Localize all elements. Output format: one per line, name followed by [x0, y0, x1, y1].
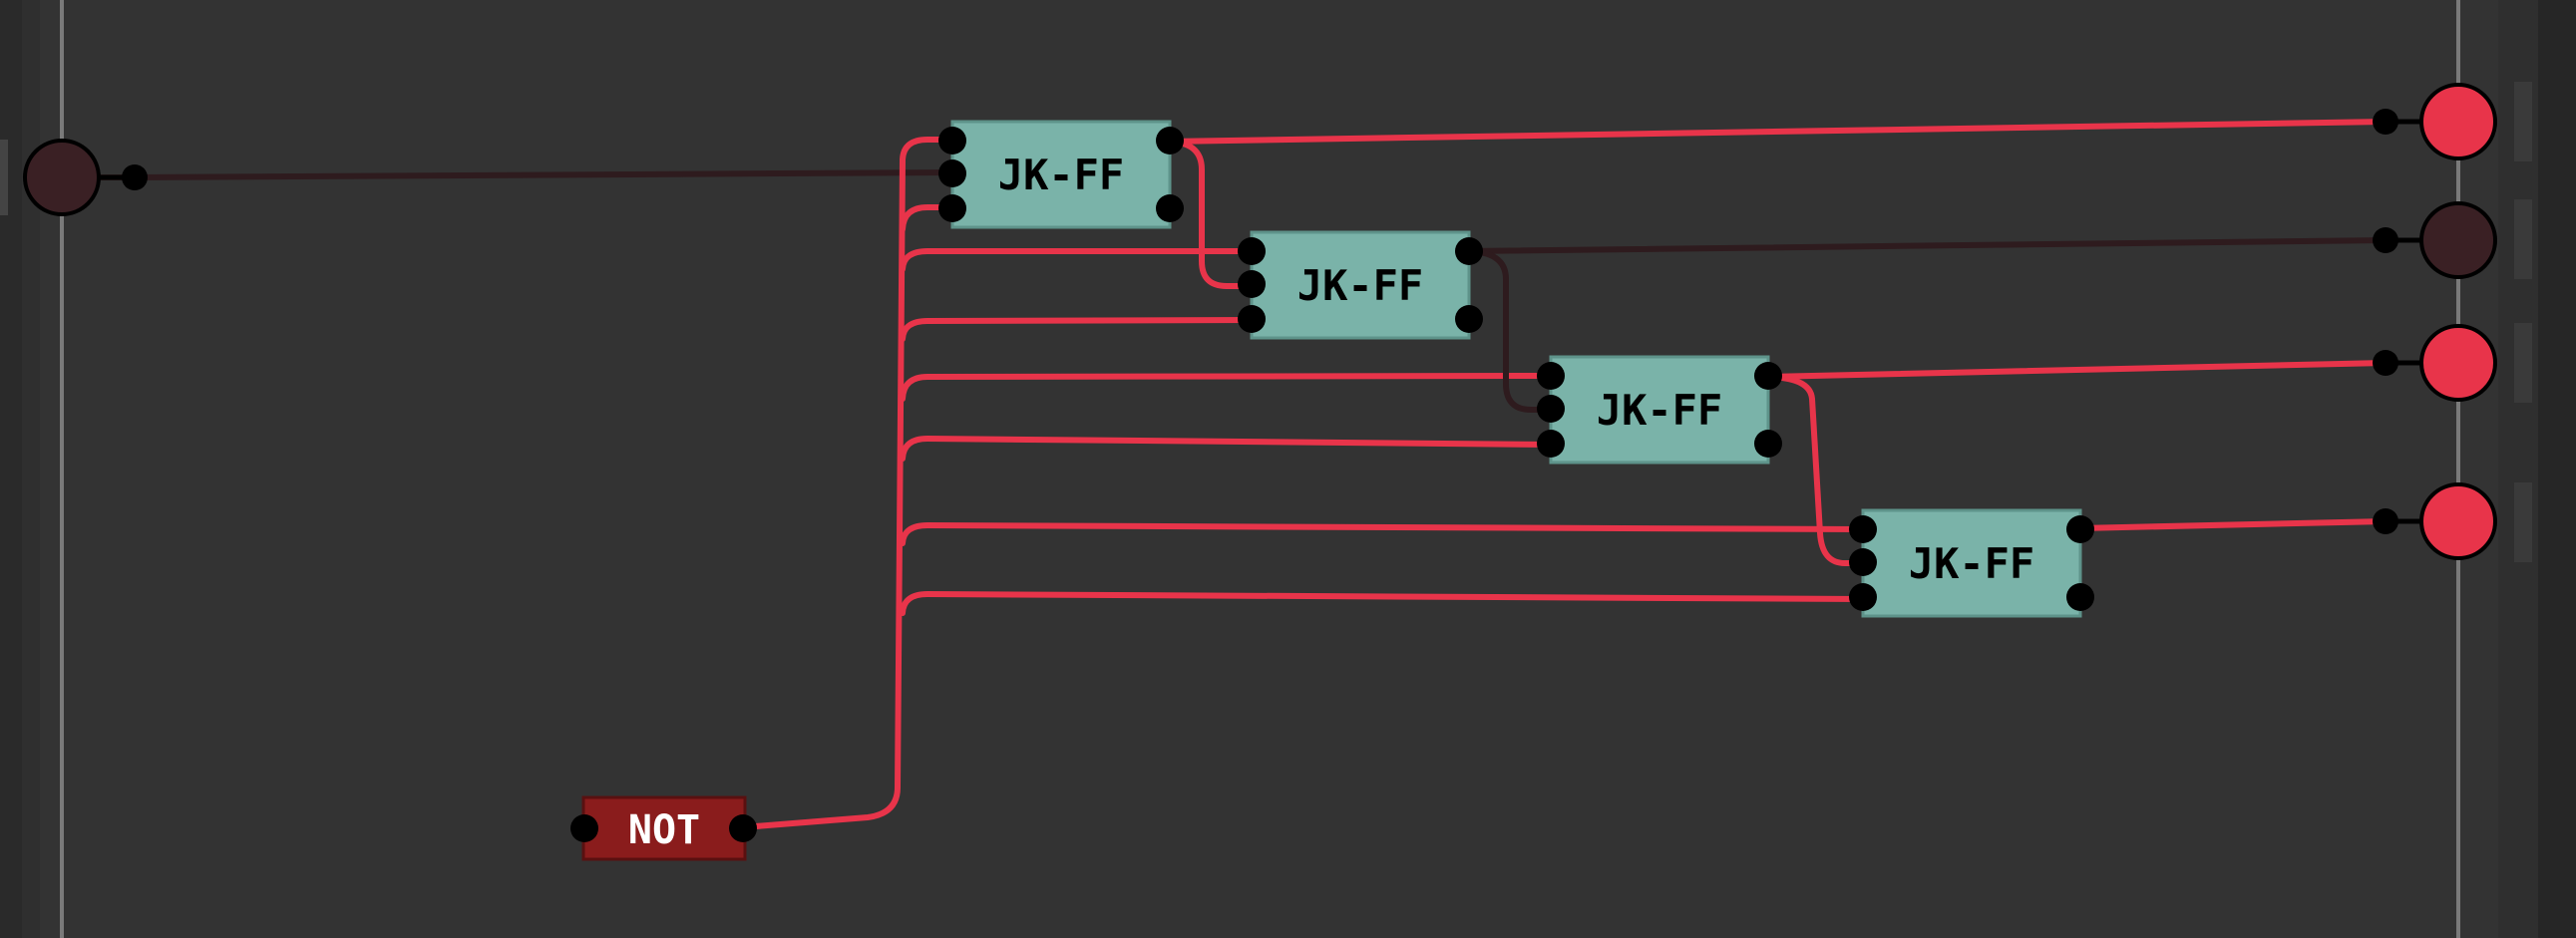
- right-rail-edge: [2538, 0, 2576, 938]
- jk-flip-flop-j-pin[interactable]: [1537, 362, 1565, 390]
- input-node[interactable]: [23, 139, 148, 216]
- jk-flip-flop-4[interactable]: JK-FF: [1849, 508, 2094, 618]
- input-toggle-circle[interactable]: [23, 139, 101, 216]
- jk-flip-flop-qbar-pin[interactable]: [1455, 305, 1483, 333]
- wire-not-bus-ff1-j[interactable]: [740, 137, 955, 830]
- wire-bus-ff1-k[interactable]: [900, 204, 955, 232]
- output-pin[interactable]: [2373, 227, 2398, 253]
- jk-flip-flop-3[interactable]: JK-FF: [1537, 355, 1782, 465]
- jk-flip-flop-q-pin[interactable]: [1156, 127, 1184, 155]
- jk-flip-flop-label: JK-FF: [1597, 386, 1722, 435]
- output-pin[interactable]: [2373, 109, 2398, 135]
- jk-flip-flop-clk-pin[interactable]: [1537, 395, 1565, 423]
- wire-ff4-q-out4[interactable]: [2076, 518, 2389, 531]
- jk-flip-flop-k-pin[interactable]: [1537, 430, 1565, 458]
- wire-bus-ff4-j[interactable]: [900, 522, 1866, 546]
- wire-ff2-q-out2[interactable]: [1463, 237, 2389, 254]
- output-indicator-circle: [2419, 83, 2497, 160]
- output-pin[interactable]: [2373, 508, 2398, 534]
- left-rail: [22, 0, 40, 938]
- input-pin[interactable]: [122, 164, 148, 190]
- jk-flip-flop-j-pin[interactable]: [1238, 237, 1266, 265]
- left-rail-handle[interactable]: [0, 140, 8, 215]
- jk-flip-flop-qbar-pin[interactable]: [1156, 194, 1184, 222]
- jk-flip-flop-2[interactable]: JK-FF: [1238, 230, 1483, 340]
- jk-flip-flop-q-pin[interactable]: [1455, 237, 1483, 265]
- output-pin[interactable]: [2373, 350, 2398, 376]
- jk-flip-flop-q-pin[interactable]: [2066, 515, 2094, 543]
- wire-bus-ff3-j[interactable]: [900, 373, 1554, 402]
- jk-flip-flop-body[interactable]: [1549, 355, 1770, 465]
- wire-bus-ff3-k[interactable]: [900, 436, 1554, 462]
- right-rail-handle-4[interactable]: [2514, 482, 2532, 562]
- jk-flip-flop-label: JK-FF: [1297, 261, 1423, 310]
- output-node-4: [2373, 482, 2497, 560]
- wire-ff1-q-ff2-clk[interactable]: [1164, 139, 1255, 289]
- jk-flip-flop-j-pin[interactable]: [1849, 515, 1877, 543]
- left-rail-edge: [0, 0, 22, 938]
- not-gate-input-pin[interactable]: [570, 814, 598, 842]
- wire-ff3-q-ff4-clk[interactable]: [1762, 374, 1866, 566]
- wire-ff1-q-out1[interactable]: [1164, 119, 2389, 145]
- output-node-3: [2373, 324, 2497, 402]
- not-gate-label: NOT: [628, 807, 700, 853]
- output-node-2: [2373, 201, 2497, 279]
- jk-flip-flop-body[interactable]: [1250, 230, 1471, 340]
- jk-flip-flop-q-pin[interactable]: [1754, 362, 1782, 390]
- jk-flip-flop-body[interactable]: [950, 120, 1172, 229]
- jk-flip-flop-k-pin[interactable]: [1849, 583, 1877, 611]
- right-rail-handle-2[interactable]: [2514, 199, 2532, 279]
- wire-ff3-q-out3[interactable]: [1762, 360, 2389, 380]
- jk-flip-flop-1[interactable]: JK-FF: [938, 120, 1184, 229]
- wire-bus-ff2-k[interactable]: [900, 317, 1255, 342]
- jk-flip-flop-clk-pin[interactable]: [1238, 270, 1266, 298]
- not-gate-output-pin[interactable]: [729, 814, 757, 842]
- jk-flip-flop-clk-pin[interactable]: [1849, 548, 1877, 576]
- output-indicator-circle: [2419, 201, 2497, 279]
- jk-flip-flop-qbar-pin[interactable]: [2066, 583, 2094, 611]
- right-rail-handle-1[interactable]: [2514, 82, 2532, 161]
- right-rail-handle-3[interactable]: [2514, 323, 2532, 403]
- jk-flip-flop-j-pin[interactable]: [938, 127, 966, 155]
- wire-ff2-q-ff3-clk[interactable]: [1463, 248, 1554, 413]
- wire-bus-ff2-j[interactable]: [900, 248, 1255, 272]
- jk-flip-flop-qbar-pin[interactable]: [1754, 430, 1782, 458]
- not-gate[interactable]: NOT: [570, 795, 757, 861]
- right-rail-line: [2456, 0, 2460, 938]
- jk-flip-flop-clk-pin[interactable]: [938, 159, 966, 187]
- jk-flip-flop-label: JK-FF: [1909, 539, 2034, 588]
- wire-input-clk[interactable]: [59, 169, 955, 180]
- output-node-1: [2373, 83, 2497, 160]
- jk-flip-flop-body[interactable]: [1861, 508, 2082, 618]
- output-indicator-circle: [2419, 324, 2497, 402]
- jk-flip-flop-k-pin[interactable]: [1238, 305, 1266, 333]
- left-rail-line: [60, 0, 64, 938]
- wire-bus-ff4-k[interactable]: [900, 591, 1866, 616]
- jk-flip-flop-label: JK-FF: [998, 151, 1124, 199]
- jk-flip-flop-k-pin[interactable]: [938, 194, 966, 222]
- output-indicator-circle: [2419, 482, 2497, 560]
